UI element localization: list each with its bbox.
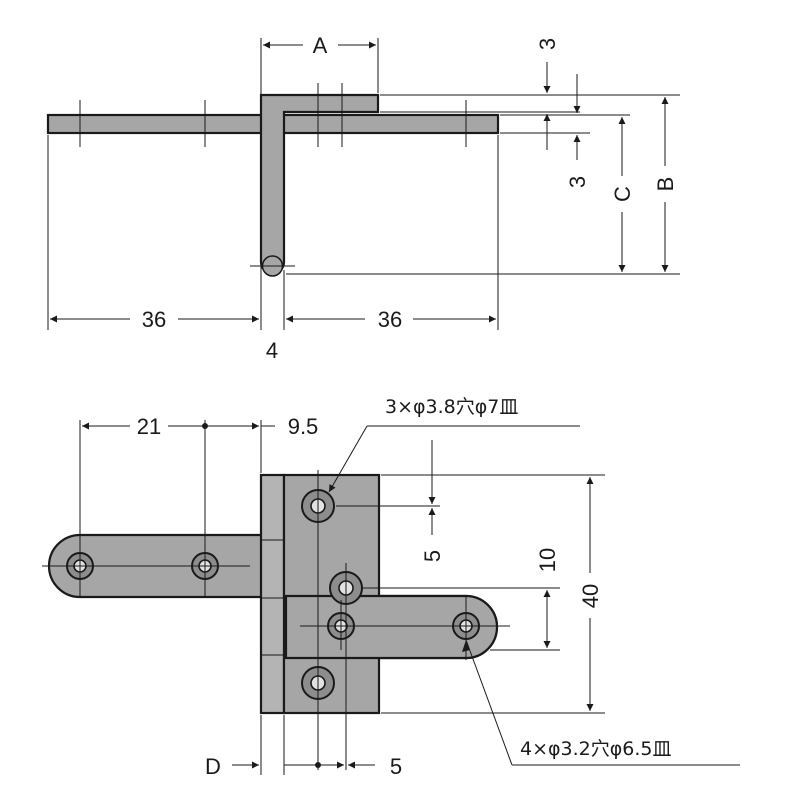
top-view-center-lines: [79, 83, 467, 267]
dim-5-vertical-label: 5: [420, 550, 445, 562]
dim-b-label: B: [653, 177, 678, 192]
front-view: 21 9.5 3×φ3.8穴φ7皿 5 10 40 4×φ3.2穴φ6.5皿 D: [42, 396, 740, 779]
dim-4-label: 4: [266, 338, 278, 363]
front-view-knuckle-strip: [259, 473, 286, 715]
dim-9-5-label: 9.5: [288, 414, 319, 439]
dim-40-label: 40: [578, 584, 603, 608]
dim-left-36-label: 36: [142, 307, 166, 332]
top-view-extension-lines: [47, 38, 680, 330]
dim-21-label: 21: [137, 414, 161, 439]
callout-countersunk-large: 3×φ3.8穴φ7皿: [385, 396, 518, 418]
dim-3-lower-label: 3: [565, 176, 590, 188]
dim-10-label: 10: [535, 548, 560, 572]
dim-a-label: A: [313, 33, 328, 58]
dim-right-36-label: 36: [378, 307, 402, 332]
top-view: A 3 3 C B 36 36 4: [46, 33, 680, 363]
callout-countersunk-small: 4×φ3.2穴φ6.5皿: [520, 738, 672, 760]
front-view-center-lines: [42, 420, 510, 770]
dim-d-label: D: [205, 754, 221, 779]
front-view-upper-leaf: [282, 473, 381, 600]
dim-3-upper-label: 3: [535, 38, 560, 50]
dim-c-label: C: [610, 186, 635, 202]
dim-5-bottom-label: 5: [390, 754, 402, 779]
